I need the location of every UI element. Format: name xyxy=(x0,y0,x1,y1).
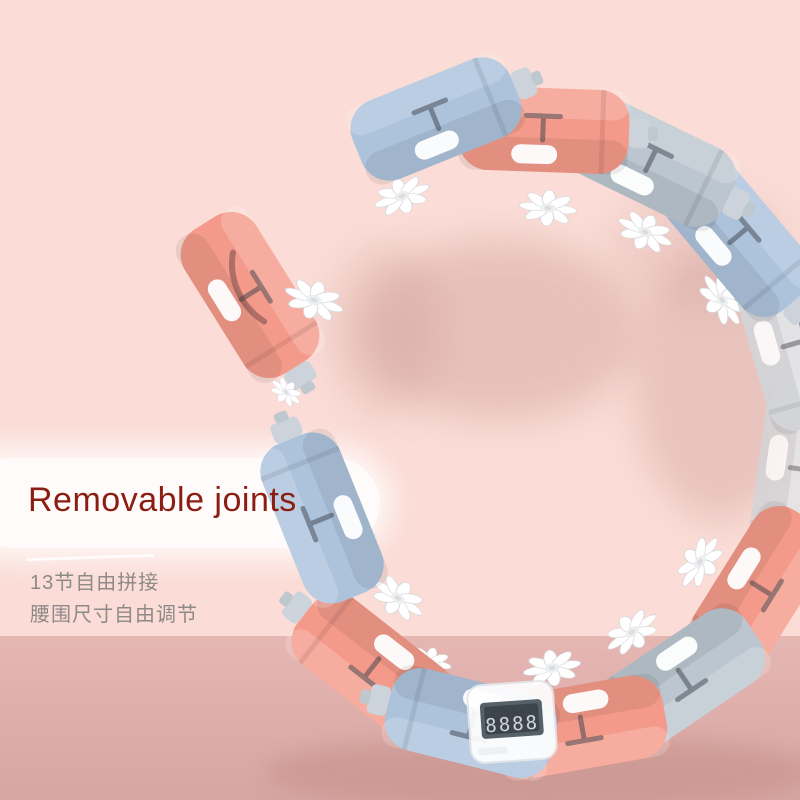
counter-device: 8888 xyxy=(466,680,558,764)
shadow xyxy=(330,245,440,415)
caption-line-1: 13节自由拼接 xyxy=(30,572,160,594)
counter-screen-inner xyxy=(484,703,540,735)
handle-groove xyxy=(229,249,268,325)
caption-line-2: 腰围尺寸自由调节 xyxy=(30,604,198,626)
headline: Removable joints xyxy=(28,481,297,519)
suction-cup-icon xyxy=(516,186,580,230)
counter-button xyxy=(477,746,508,756)
detached-segment xyxy=(169,201,350,414)
counter-digits: 8888 xyxy=(485,712,540,738)
